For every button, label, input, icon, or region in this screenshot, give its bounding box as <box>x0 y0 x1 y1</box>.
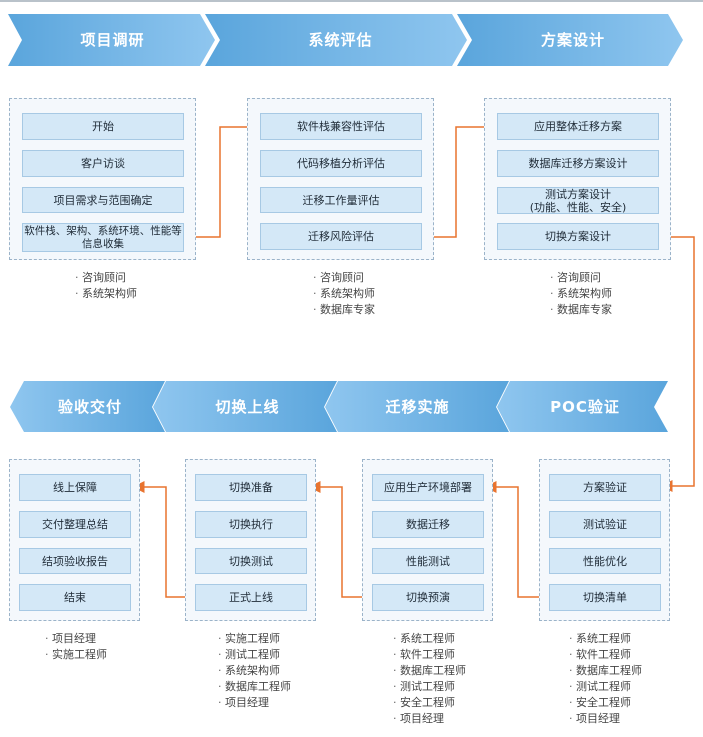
connector-research-assess <box>184 121 260 238</box>
phase-banner-migrate <box>325 381 509 432</box>
step-cutover-list: 切换清单 <box>549 584 661 611</box>
role: 系统架构师 <box>75 286 137 302</box>
step-test-verify: 测试验证 <box>549 511 661 538</box>
card-assess: 软件栈兼容性评估 代码移植分析评估 迁移工作量评估 迁移风险评估 <box>247 98 434 260</box>
step-client-interview: 客户访谈 <box>22 150 184 177</box>
role: 数据库工程师 <box>218 679 291 695</box>
role: 项目经理 <box>218 695 291 711</box>
step-delivery-summary: 交付整理总结 <box>19 511 131 538</box>
role: 测试工程师 <box>218 647 291 663</box>
step-end: 结束 <box>19 584 131 611</box>
phase-banner-assess <box>205 14 467 66</box>
step-risk: 迁移风险评估 <box>260 223 422 250</box>
phase-banner-research <box>8 14 215 66</box>
role: 实施工程师 <box>45 647 107 663</box>
role: 系统架构师 <box>550 286 612 302</box>
step-info-collect: 软件栈、架构、系统环境、性能等信息收集 <box>22 223 184 252</box>
step-test-plan-title: 测试方案设计 <box>545 187 611 201</box>
phase-label-cutover: 切换上线 <box>215 398 280 416</box>
phase-banner-accept <box>10 381 165 432</box>
roles-assess: 咨询顾问 系统架构师 数据库专家 <box>313 270 375 318</box>
card-poc: 方案验证 测试验证 性能优化 切换清单 <box>539 459 670 621</box>
role: 数据库工程师 <box>393 663 466 679</box>
role: 咨询顾问 <box>313 270 375 286</box>
step-test-plan: 测试方案设计 (功能、性能、安全) <box>497 187 659 214</box>
phase-label-assess: 系统评估 <box>308 31 373 49</box>
card-cutover: 切换准备 切换执行 切换测试 正式上线 <box>185 459 316 621</box>
role: 安全工程师 <box>569 695 642 711</box>
step-test-plan-detail: (功能、性能、安全) <box>529 200 627 214</box>
role: 实施工程师 <box>218 631 291 647</box>
step-online-support: 线上保障 <box>19 474 131 501</box>
phase-banner-poc <box>497 381 668 432</box>
role: 测试工程师 <box>569 679 642 695</box>
card-migrate: 应用生产环境部署 数据迁移 性能测试 切换预演 <box>362 459 493 621</box>
step-code-port: 代码移植分析评估 <box>260 150 422 177</box>
phase-label-research: 项目调研 <box>80 31 145 49</box>
phase-banner-cutover <box>153 381 337 432</box>
role: 测试工程师 <box>393 679 466 695</box>
role: 数据库工程师 <box>569 663 642 679</box>
step-perf-optimize: 性能优化 <box>549 548 661 574</box>
role: 软件工程师 <box>393 647 466 663</box>
role: 项目经理 <box>45 631 107 647</box>
step-rehearsal: 切换预演 <box>372 584 484 611</box>
connector-migrate-cutover <box>308 481 372 598</box>
phase-label-poc: POC验证 <box>550 398 620 416</box>
role: 系统工程师 <box>393 631 466 647</box>
step-cutover-execute: 切换执行 <box>195 511 307 538</box>
role: 软件工程师 <box>569 647 642 663</box>
step-prod-deploy: 应用生产环境部署 <box>372 474 484 501</box>
step-overall-plan: 应用整体迁移方案 <box>497 113 659 140</box>
card-accept: 线上保障 交付整理总结 结项验收报告 结束 <box>9 459 140 621</box>
role: 咨询顾问 <box>75 270 137 286</box>
role: 系统架构师 <box>218 663 291 679</box>
role: 系统架构师 <box>313 286 375 302</box>
step-cutover-test: 切换测试 <box>195 548 307 574</box>
step-data-migration: 数据迁移 <box>372 511 484 538</box>
roles-accept: 项目经理 实施工程师 <box>45 631 107 663</box>
phase-label-design: 方案设计 <box>540 31 605 49</box>
step-stack-compat: 软件栈兼容性评估 <box>260 113 422 140</box>
phase-label-accept: 验收交付 <box>57 398 122 416</box>
role: 系统工程师 <box>569 631 642 647</box>
role: 数据库专家 <box>550 302 612 318</box>
step-acceptance-report: 结项验收报告 <box>19 548 131 574</box>
roles-cutover: 实施工程师 测试工程师 系统架构师 数据库工程师 项目经理 <box>218 631 291 711</box>
role: 安全工程师 <box>393 695 466 711</box>
roles-design: 咨询顾问 系统架构师 数据库专家 <box>550 270 612 318</box>
step-cutover-plan: 切换方案设计 <box>497 223 659 250</box>
roles-migrate: 系统工程师 软件工程师 数据库工程师 测试工程师 安全工程师 项目经理 <box>393 631 466 727</box>
step-perf-test: 性能测试 <box>372 548 484 574</box>
role: 项目经理 <box>393 711 466 727</box>
role: 数据库专家 <box>313 302 375 318</box>
step-cutover-prepare: 切换准备 <box>195 474 307 501</box>
step-scope: 项目需求与范围确定 <box>22 187 184 213</box>
connector-poc-migrate <box>484 481 549 598</box>
phase-label-migrate: 迁移实施 <box>385 398 450 416</box>
step-workload: 迁移工作量评估 <box>260 187 422 213</box>
role: 咨询顾问 <box>550 270 612 286</box>
role: 项目经理 <box>569 711 642 727</box>
phase-banner-design <box>457 14 683 66</box>
connector-design-poc <box>658 236 695 492</box>
connector-cutover-accept <box>132 481 195 598</box>
top-border-line <box>0 0 703 2</box>
step-plan-verify: 方案验证 <box>549 474 661 501</box>
roles-research: 咨询顾问 系统架构师 <box>75 270 137 302</box>
step-db-plan: 数据库迁移方案设计 <box>497 150 659 177</box>
card-research: 开始 客户访谈 项目需求与范围确定 软件栈、架构、系统环境、性能等信息收集 <box>9 98 196 260</box>
step-start: 开始 <box>22 113 184 140</box>
step-go-live: 正式上线 <box>195 584 307 611</box>
roles-poc: 系统工程师 软件工程师 数据库工程师 测试工程师 安全工程师 项目经理 <box>569 631 642 727</box>
connector-assess-design <box>420 121 498 238</box>
card-design: 应用整体迁移方案 数据库迁移方案设计 测试方案设计 (功能、性能、安全) 切换方… <box>484 98 671 260</box>
